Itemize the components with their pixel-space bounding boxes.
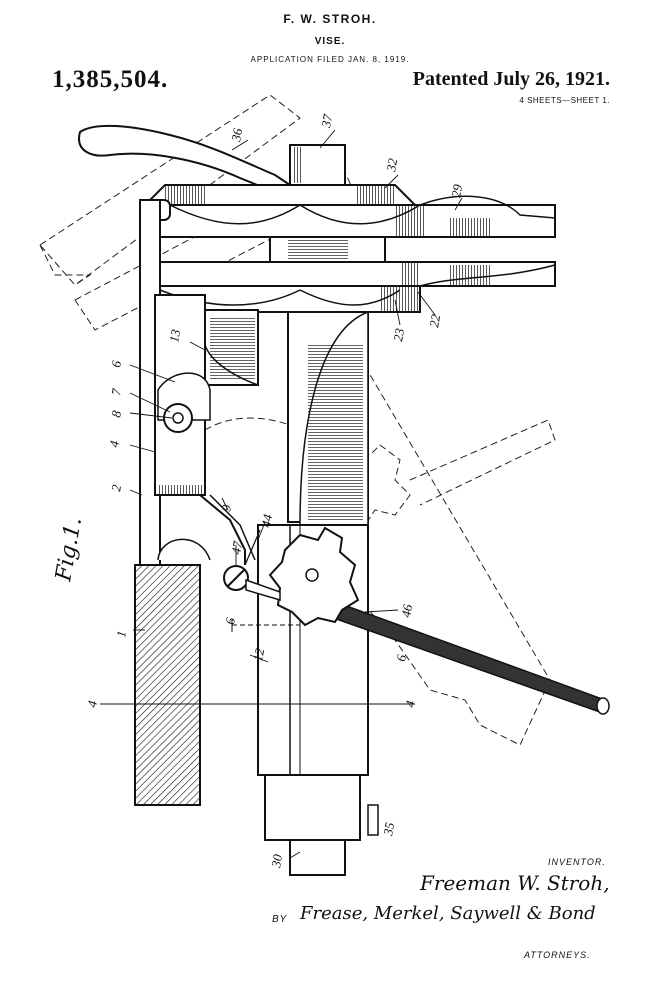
figure-label: Fig.1. — [51, 515, 87, 584]
ref-46: 46 — [398, 603, 415, 619]
section-6-right: 6 — [393, 653, 409, 662]
inventor-label: INVENTOR. — [548, 857, 606, 867]
ref-4: 4 — [106, 439, 122, 448]
ref-44: 44 — [258, 513, 275, 529]
attorneys-signature: Frease, Merkel, Saywell & Bond — [300, 903, 596, 924]
ref-47: 47 — [228, 540, 245, 556]
ref-8: 8 — [108, 409, 124, 418]
middle-collar — [270, 237, 385, 262]
ref-7: 7 — [108, 387, 124, 396]
ref-35: 35 — [380, 821, 397, 838]
ref-29: 29 — [448, 183, 465, 199]
section-6-left: 6 — [222, 616, 238, 625]
ref-9: 9 — [218, 503, 234, 512]
attorneys-label: ATTORNEYS. — [524, 950, 591, 960]
ref-2: 2 — [108, 483, 124, 492]
ref-23: 23 — [390, 327, 407, 343]
inventor-signature: Freeman W. Stroh, — [420, 871, 610, 895]
ref-32: 32 — [383, 157, 400, 174]
by-label: BY — [272, 914, 287, 925]
section-4-right: 4 — [402, 699, 418, 708]
ref-22: 22 — [426, 313, 443, 329]
section-4-left: 4 — [84, 699, 100, 708]
ref-36: 36 — [228, 127, 245, 144]
ref-37: 37 — [318, 113, 335, 130]
ref-1: 1 — [113, 630, 129, 639]
ref-6: 6 — [108, 359, 124, 368]
ref-30: 30 — [268, 853, 285, 870]
